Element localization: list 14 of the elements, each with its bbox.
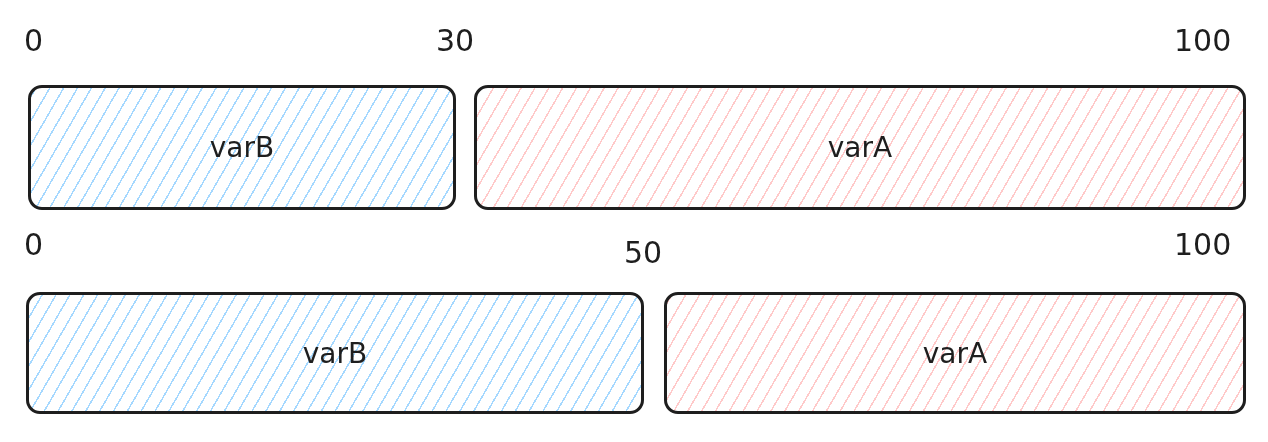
bar-label: varA	[827, 131, 893, 164]
bar-label: varB	[209, 131, 275, 164]
bar-label: varB	[302, 336, 368, 370]
scale-value: 30	[436, 26, 475, 56]
hatched-bar	[28, 85, 456, 210]
scale-value: 50	[624, 238, 663, 268]
scale-value: 0	[24, 26, 44, 56]
bar-label: varA	[922, 336, 988, 370]
scale-value: 100	[1174, 26, 1232, 56]
scale-value: 100	[1174, 230, 1232, 260]
scale-value: 0	[24, 230, 44, 260]
hatched-bar	[474, 85, 1246, 210]
hatched-bar	[664, 292, 1246, 414]
hatched-bar	[26, 292, 644, 414]
